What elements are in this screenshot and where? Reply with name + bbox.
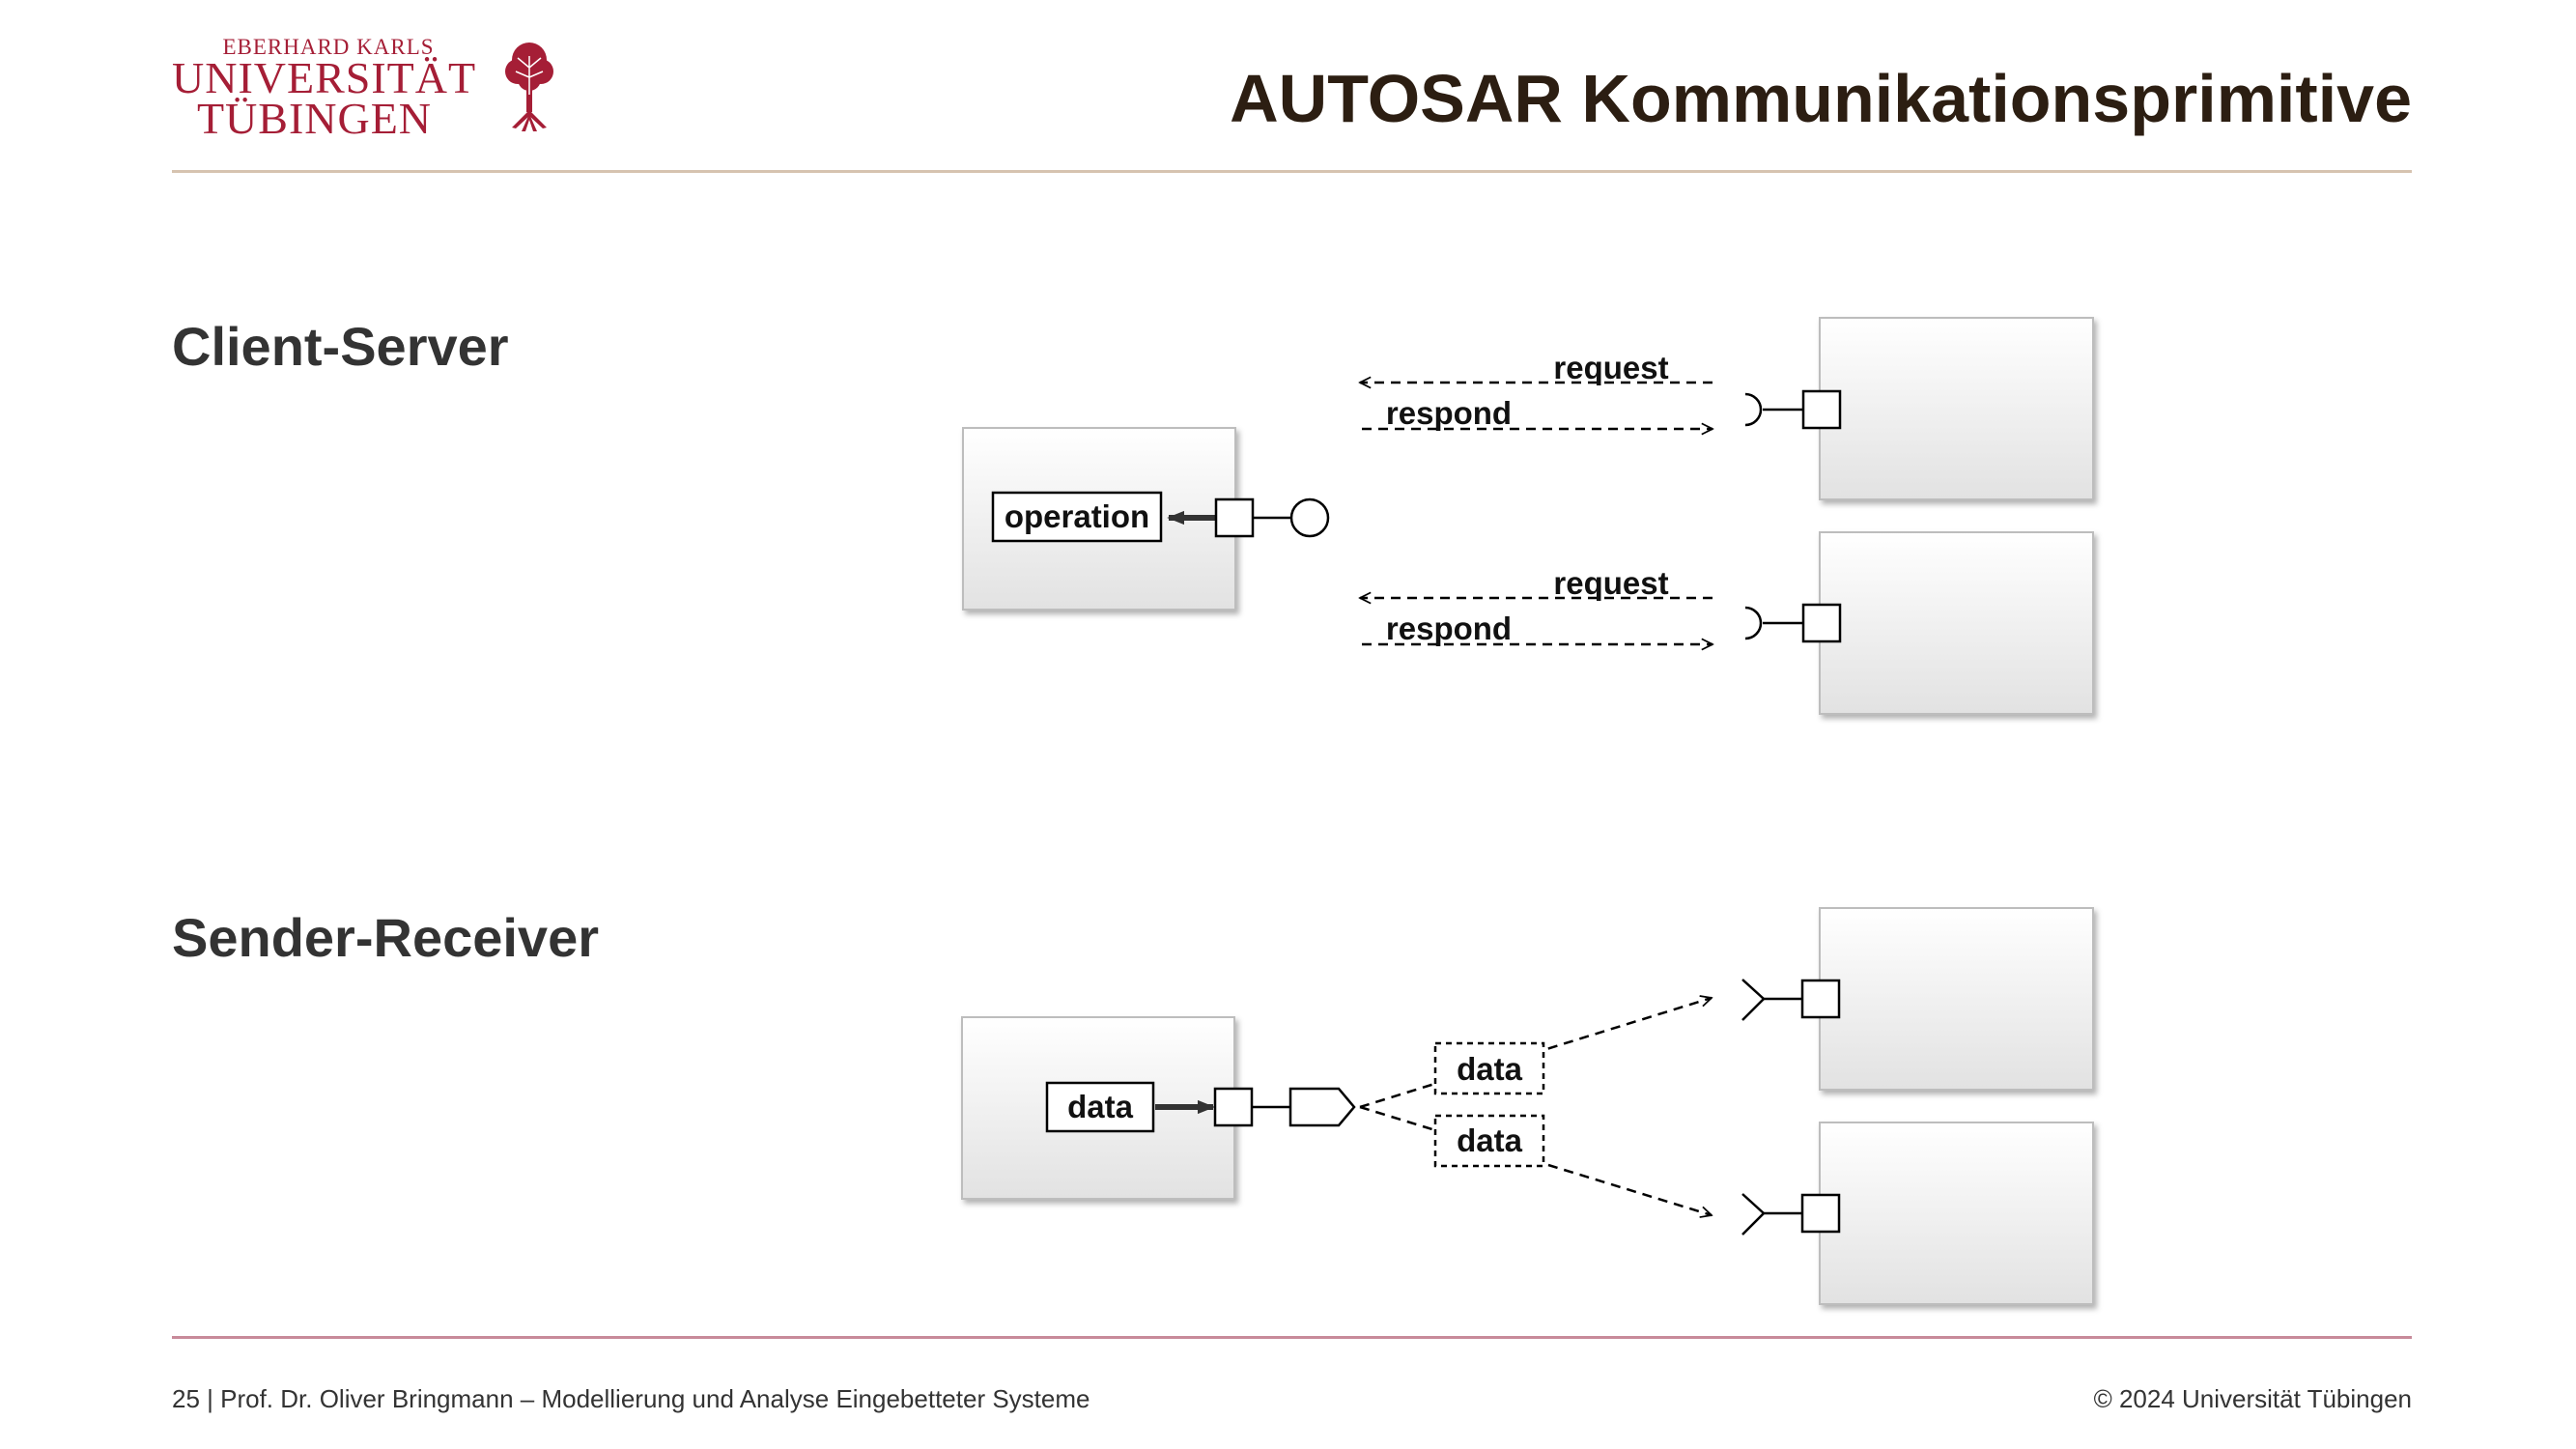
page-title: AUTOSAR Kommunikationsprimitive — [1230, 61, 2412, 136]
upper-request-label: request — [1553, 350, 1668, 385]
operation-box — [991, 491, 1163, 543]
lower-receiver-component — [1819, 1122, 2094, 1305]
lower-client-port — [1801, 603, 1842, 643]
sender-receiver-heading: Sender-Receiver — [172, 907, 600, 968]
logo-line-3: TÜBINGEN — [196, 94, 433, 143]
sender-receiver-diagram: data data data — [961, 907, 2094, 1305]
upper-client-component — [1819, 317, 2094, 500]
upper-data-element — [1433, 1041, 1545, 1095]
footer-citation: 25 | Prof. Dr. Oliver Bringmann – Modell… — [172, 1384, 1090, 1413]
sender-interface-icon — [1288, 1087, 1356, 1127]
operation-label: operation — [1005, 498, 1149, 534]
footer-copyright: © 2024 Universität Tübingen — [2093, 1384, 2412, 1413]
footer-divider — [172, 1336, 2412, 1339]
lower-data-label: data — [1457, 1122, 1523, 1158]
required-interface-icon — [1744, 392, 1763, 427]
lower-respond-label: respond — [1386, 611, 1512, 646]
upper-client-port — [1801, 389, 1842, 430]
receiver-interface-icon — [1741, 1193, 1766, 1236]
lower-data-element — [1433, 1114, 1545, 1168]
lower-request-label: request — [1553, 565, 1668, 601]
tree-emblem-icon — [505, 43, 553, 131]
client-server-diagram: operation request respond request respon… — [962, 317, 2094, 715]
lower-client-component — [1819, 531, 2094, 715]
provided-interface-icon — [1289, 497, 1330, 538]
upper-data-label: data — [1457, 1051, 1523, 1087]
server-port — [1214, 497, 1255, 538]
lower-receiver-port — [1800, 1193, 1841, 1234]
logo-line-1: EBERHARD KARLS — [222, 35, 435, 59]
upper-receiver-component — [1819, 907, 2094, 1091]
required-interface-icon — [1744, 606, 1763, 640]
client-server-heading: Client-Server — [172, 316, 509, 377]
sender-port — [1213, 1087, 1254, 1127]
upper-respond-label: respond — [1386, 395, 1512, 431]
logo-line-2: UNIVERSITÄT — [172, 53, 477, 102]
header-divider — [172, 170, 2412, 173]
upper-receiver-port — [1800, 979, 1841, 1019]
data-box — [1045, 1081, 1155, 1133]
university-logo: EBERHARD KARLS UNIVERSITÄT TÜBINGEN — [172, 35, 578, 143]
data-label: data — [1067, 1089, 1134, 1124]
receiver-interface-icon — [1741, 979, 1766, 1021]
